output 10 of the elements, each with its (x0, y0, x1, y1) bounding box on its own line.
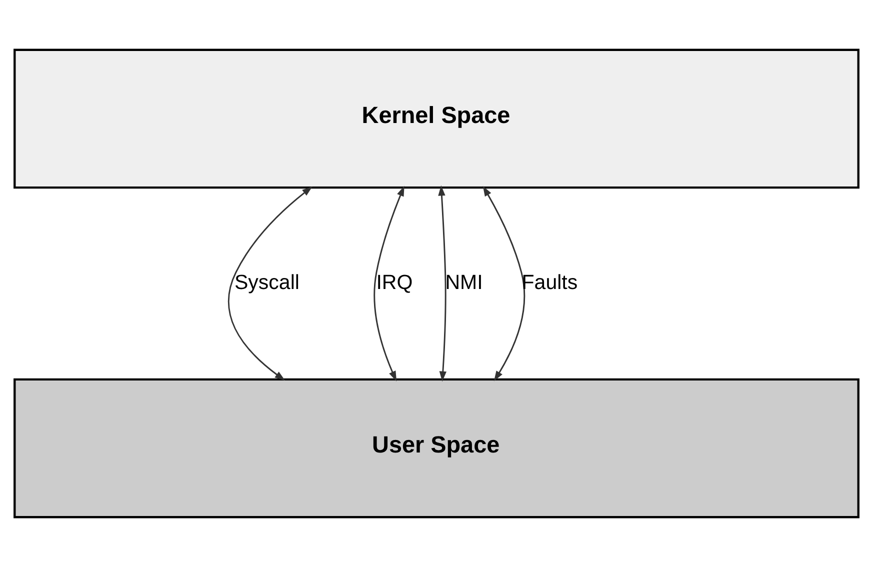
arrow (482, 185, 526, 381)
node-box: Kernel Space (14, 48, 860, 188)
node-box: User Space (14, 378, 860, 518)
arrow (374, 185, 404, 381)
arrow (438, 184, 446, 382)
edge-label: Syscall (234, 270, 300, 294)
edge-label: Faults (522, 270, 578, 294)
arrow (228, 186, 312, 380)
edge-label: NMI (445, 270, 483, 294)
edge-label: IRQ (376, 270, 413, 294)
